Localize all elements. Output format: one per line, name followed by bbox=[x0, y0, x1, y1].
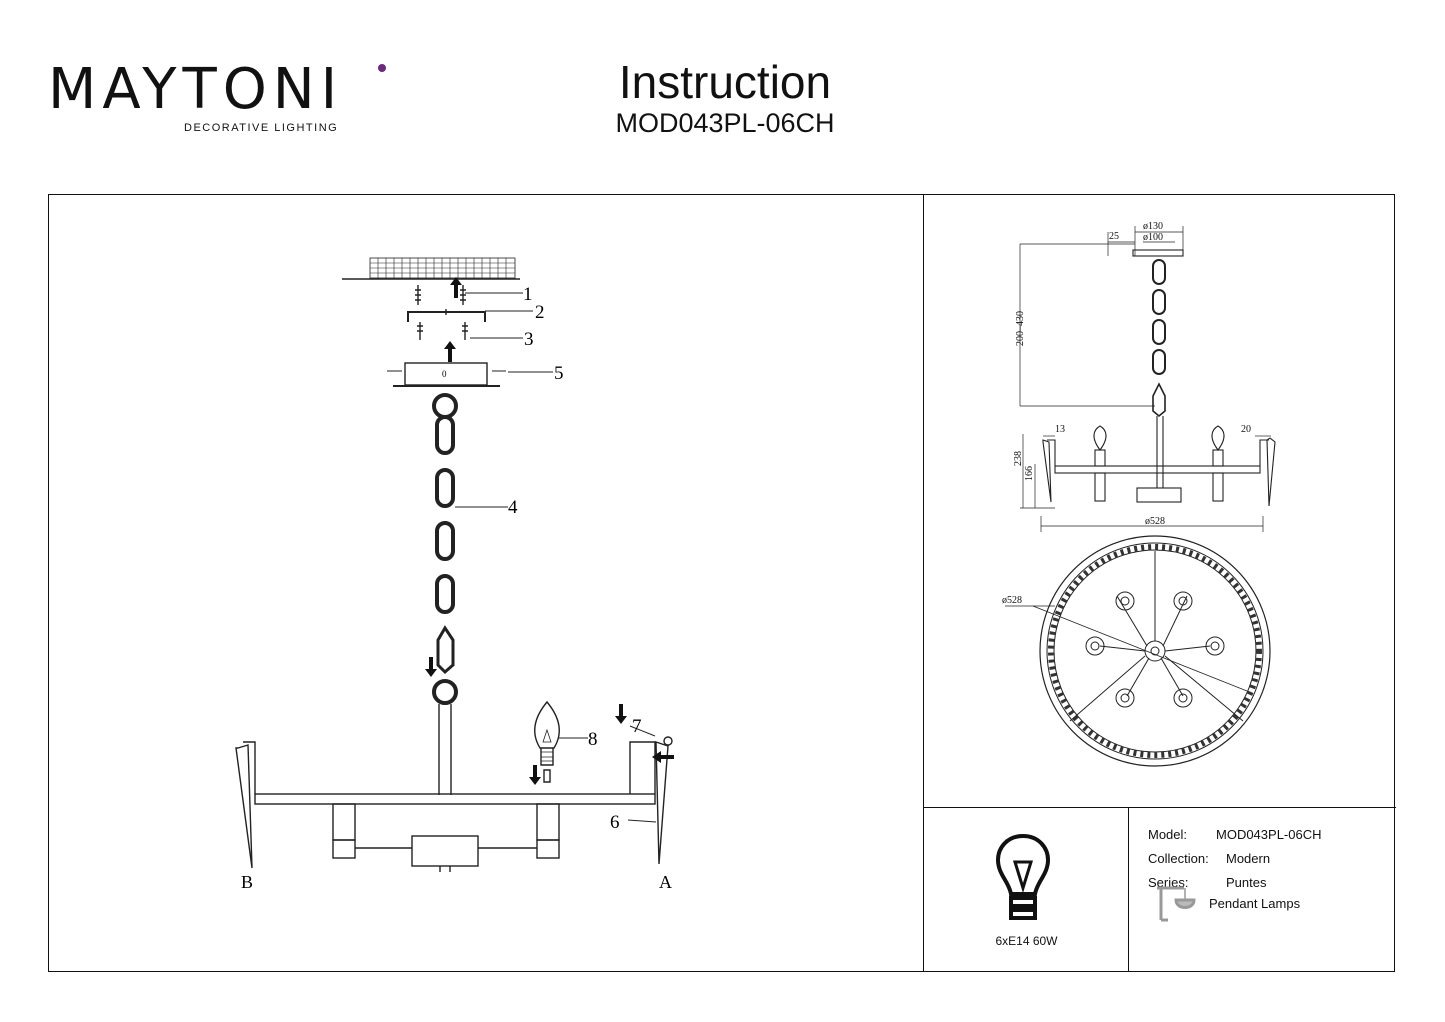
callout-7: 7 bbox=[632, 716, 642, 737]
series-label: Series: bbox=[1148, 875, 1189, 890]
canopy-mark: 0 bbox=[442, 369, 447, 379]
dim-20: 20 bbox=[1241, 424, 1251, 435]
side-view bbox=[1042, 249, 1276, 507]
callout-8: 8 bbox=[588, 729, 598, 750]
dim-d528-side: ø528 bbox=[1145, 516, 1165, 527]
light-bulb-icon bbox=[995, 833, 1051, 920]
pendant-lamp-icon bbox=[1157, 886, 1196, 922]
frame-divider-vertical bbox=[923, 194, 924, 972]
mounting-screws bbox=[415, 285, 468, 340]
dim-d528-top: ø528 bbox=[1002, 595, 1022, 606]
dim-chain: 200–430 bbox=[1015, 311, 1026, 346]
type-value: Pendant Lamps bbox=[1209, 896, 1301, 911]
top-view bbox=[1032, 535, 1271, 767]
ceiling-canopy bbox=[387, 362, 506, 387]
crystal-plate-b bbox=[235, 744, 253, 869]
callout-3: 3 bbox=[524, 329, 534, 350]
dim-238: 238 bbox=[1013, 451, 1024, 466]
callout-2: 2 bbox=[535, 302, 545, 323]
collection-value: Modern bbox=[1226, 851, 1271, 866]
dimension-drawing: ø130 ø100 25 200–430 238 166 13 20 ø528 … bbox=[1002, 221, 1276, 767]
frame-divider-horizontal bbox=[923, 807, 1396, 808]
brand-logo: MAYTONI DECORATIVE LIGHTING bbox=[48, 57, 386, 138]
brand-name: MAYTONI bbox=[48, 57, 344, 122]
dim-d130: ø130 bbox=[1143, 221, 1163, 232]
page-title: Instruction bbox=[618, 56, 832, 108]
brand-subtitle: DECORATIVE LIGHTING bbox=[184, 122, 339, 134]
callout-5: 5 bbox=[554, 363, 564, 384]
model-label: Model: bbox=[1148, 827, 1188, 842]
chain bbox=[432, 393, 458, 705]
drawing-frame bbox=[48, 194, 1395, 972]
leader-lines bbox=[455, 292, 657, 823]
spec-divider bbox=[1128, 807, 1129, 972]
center-stem bbox=[438, 704, 452, 795]
ceiling-hatch bbox=[342, 257, 520, 280]
crystal-plate-a bbox=[655, 736, 673, 865]
model-code: MOD043PL-06CH bbox=[615, 108, 835, 138]
callout-4: 4 bbox=[508, 497, 518, 518]
series-value: Puntes bbox=[1226, 875, 1267, 890]
side-label-a: A bbox=[659, 872, 672, 892]
assembly-drawing: 1 2 3 5 4 7 8 6 B A 0 bbox=[235, 257, 674, 892]
dim-166: 166 bbox=[1024, 466, 1035, 481]
wattage-label: 6xE14 60W bbox=[995, 934, 1058, 948]
callout-1: 1 bbox=[523, 284, 533, 305]
assembly-arrows bbox=[425, 277, 674, 785]
dim-lines bbox=[1005, 226, 1271, 607]
brand-dot-icon bbox=[378, 64, 386, 72]
mounting-bracket bbox=[407, 309, 486, 322]
dim-13: 13 bbox=[1055, 424, 1065, 435]
lamp-arm bbox=[243, 741, 656, 872]
model-value: MOD043PL-06CH bbox=[1216, 827, 1322, 842]
callout-6: 6 bbox=[610, 812, 620, 833]
dim-d100: ø100 bbox=[1143, 232, 1163, 243]
dim-25: 25 bbox=[1109, 231, 1119, 242]
collection-label: Collection: bbox=[1148, 851, 1209, 866]
candle-bulb bbox=[534, 700, 560, 783]
side-label-b: B bbox=[241, 872, 253, 892]
